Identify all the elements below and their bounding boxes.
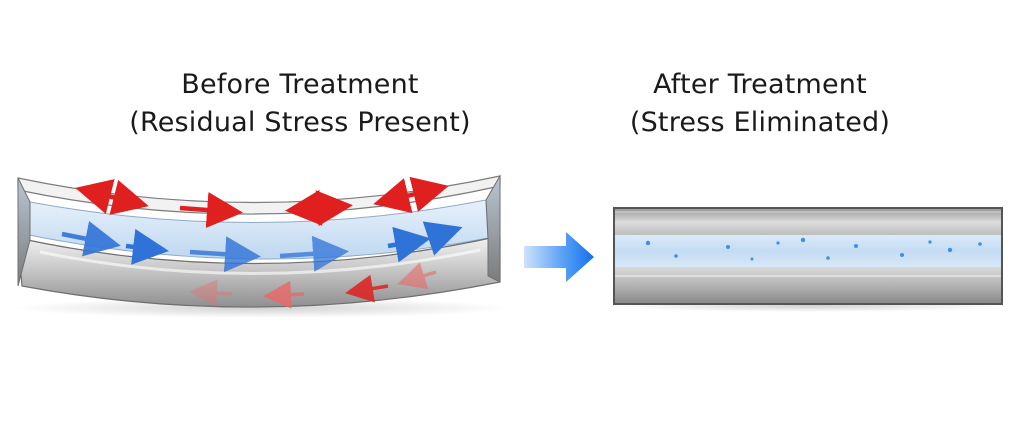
warped-block <box>12 174 512 318</box>
before-title-line2: (Residual Stress Present) <box>129 107 471 138</box>
flow-arrows <box>61 221 463 273</box>
tension-arrow-2 <box>179 192 243 228</box>
straight-bar-core <box>615 235 1001 267</box>
straight-bar-bottom-layer <box>615 267 1001 303</box>
tension-arrow-1 <box>75 179 149 215</box>
warped-block-left-end <box>17 177 31 287</box>
straight-bar <box>608 207 1008 312</box>
flow-arrow-5 <box>387 226 431 263</box>
straight-bar-top-layer <box>615 209 1001 235</box>
tension-arrows <box>75 176 449 228</box>
before-title: Before Treatment (Residual Stress Presen… <box>60 66 540 142</box>
before-title-line1: Before Treatment <box>181 69 419 100</box>
warped-block-right-end <box>485 174 501 283</box>
arrow-right-icon <box>524 232 594 282</box>
tension-arrow-3 <box>285 189 353 227</box>
flow-arrow-2 <box>125 228 169 265</box>
flow-arrow-4 <box>279 235 349 272</box>
after-title: After Treatment (Stress Eliminated) <box>560 66 960 142</box>
compression-arrow-2 <box>263 280 305 309</box>
after-title-line1: After Treatment <box>653 69 867 100</box>
flow-arrow-3 <box>189 236 261 273</box>
warped-block-top-edge <box>17 175 501 215</box>
compression-arrows <box>189 262 437 309</box>
transition-arrow <box>524 232 594 282</box>
compression-arrow-1 <box>189 279 233 308</box>
compression-arrow-4 <box>397 262 437 290</box>
compression-arrow-3 <box>345 274 389 303</box>
warped-block-shadow <box>12 298 512 318</box>
flow-arrow-6 <box>422 221 463 256</box>
flow-arrow-1 <box>61 221 121 257</box>
after-title-line2: (Stress Eliminated) <box>629 107 891 138</box>
tension-arrow-4 <box>373 176 449 214</box>
particles <box>645 237 982 261</box>
